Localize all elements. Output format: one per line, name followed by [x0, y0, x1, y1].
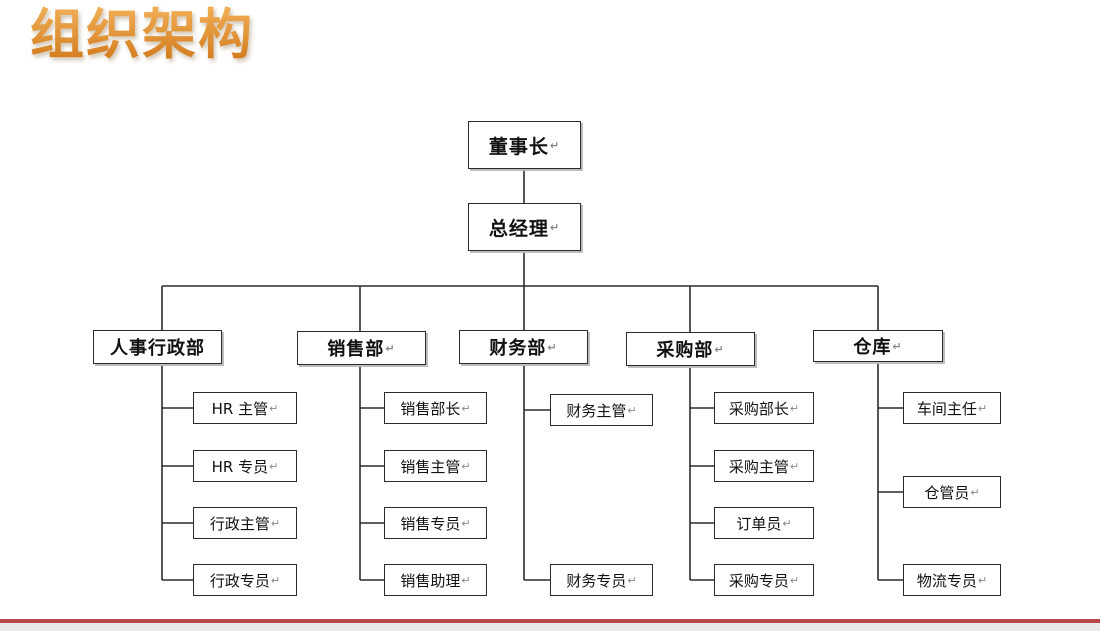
role-label: 销售部长 — [400, 399, 461, 418]
role-node: 销售主管↵ — [384, 450, 487, 482]
return-mark-icon: ↵ — [461, 459, 471, 473]
return-mark-icon: ↵ — [627, 573, 637, 587]
dept-label: 销售部 — [327, 339, 385, 360]
return-mark-icon: ↵ — [549, 138, 561, 152]
role-label: 采购主管 — [728, 457, 789, 476]
return-mark-icon: ↵ — [547, 340, 558, 354]
role-label: HR 专员 — [211, 457, 269, 476]
role-label: 物流专员 — [916, 571, 977, 590]
role-node: 车间主任↵ — [903, 392, 1001, 424]
role-label: 销售主管 — [400, 457, 461, 476]
role-label: 采购专员 — [728, 571, 789, 590]
return-mark-icon: ↵ — [270, 516, 281, 530]
role-label: 行政主管 — [209, 514, 270, 533]
role-label: 车间主任 — [916, 399, 977, 418]
role-node: 采购专员↵ — [714, 564, 814, 596]
role-node: 财务主管↵ — [550, 394, 653, 426]
role-label: 销售助理 — [400, 571, 461, 590]
role-label: HR 主管 — [211, 399, 269, 418]
return-mark-icon: ↵ — [549, 220, 561, 234]
return-mark-icon: ↵ — [714, 342, 725, 356]
return-mark-icon: ↵ — [270, 573, 281, 587]
dept-sales: 销售部↵ — [297, 331, 426, 365]
bottom-band — [0, 623, 1100, 631]
role-node: 行政主管↵ — [193, 507, 297, 539]
role-node: 财务专员↵ — [550, 564, 653, 596]
return-mark-icon: ↵ — [461, 516, 471, 530]
return-mark-icon: ↵ — [977, 573, 988, 587]
return-mark-icon: ↵ — [970, 485, 980, 499]
dept-label: 采购部 — [656, 340, 714, 361]
node-chairman-label: 董事长 — [488, 135, 549, 158]
node-chairman: 董事长↵ — [468, 121, 581, 169]
role-label: 订单员 — [736, 514, 782, 533]
return-mark-icon: ↵ — [782, 516, 792, 530]
role-label: 财务主管 — [566, 401, 627, 420]
dept-label: 仓库 — [853, 337, 892, 358]
role-label: 财务专员 — [566, 571, 627, 590]
return-mark-icon: ↵ — [977, 401, 988, 415]
bottom-divider — [0, 619, 1100, 623]
return-mark-icon: ↵ — [461, 401, 471, 415]
return-mark-icon: ↵ — [789, 573, 800, 587]
role-node: 销售专员↵ — [384, 507, 487, 539]
role-label: 采购部长 — [728, 399, 789, 418]
return-mark-icon: ↵ — [269, 401, 279, 415]
role-node: 采购部长↵ — [714, 392, 814, 424]
return-mark-icon: ↵ — [269, 459, 279, 473]
role-node: 物流专员↵ — [903, 564, 1001, 596]
dept-finance: 财务部↵ — [459, 330, 588, 364]
role-label: 行政专员 — [209, 571, 270, 590]
role-node: 销售助理↵ — [384, 564, 487, 596]
role-node: 销售部长↵ — [384, 392, 487, 424]
node-general-manager: 总经理↵ — [468, 203, 581, 251]
dept-label: 财务部 — [489, 338, 547, 359]
role-label: 仓管员 — [924, 483, 970, 502]
return-mark-icon: ↵ — [385, 341, 396, 355]
return-mark-icon: ↵ — [461, 573, 471, 587]
role-node: 订单员↵ — [714, 507, 814, 539]
dept-label: 人事行政部 — [110, 338, 205, 359]
role-node: 采购主管↵ — [714, 450, 814, 482]
role-node: 仓管员↵ — [903, 476, 1001, 508]
return-mark-icon: ↵ — [789, 401, 800, 415]
node-general-manager-label: 总经理 — [488, 217, 549, 240]
role-node: HR 专员↵ — [193, 450, 297, 482]
return-mark-icon: ↵ — [627, 403, 637, 417]
return-mark-icon: ↵ — [789, 459, 800, 473]
role-label: 销售专员 — [400, 514, 461, 533]
return-mark-icon: ↵ — [892, 339, 903, 353]
role-node: HR 主管↵ — [193, 392, 297, 424]
role-node: 行政专员↵ — [193, 564, 297, 596]
dept-warehouse: 仓库↵ — [813, 330, 943, 362]
dept-purchasing: 采购部↵ — [626, 332, 755, 366]
page-title: 组织架构 — [30, 3, 254, 66]
dept-hr-admin: 人事行政部 — [93, 330, 222, 364]
